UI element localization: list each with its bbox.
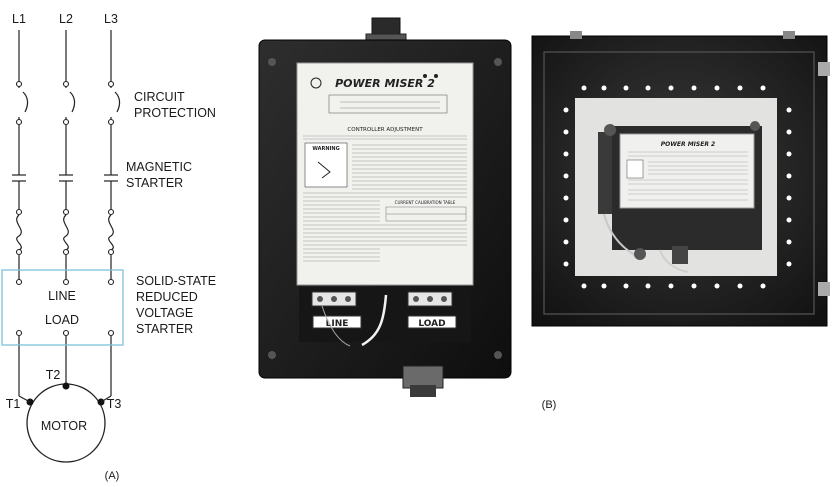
phase-column-l3: [104, 30, 121, 396]
warning-label: WARNING: [312, 146, 339, 152]
terminal-t1-label: T1: [6, 397, 21, 411]
motor-label: MOTOR: [41, 419, 87, 433]
phase-column-l1: [12, 30, 29, 396]
box-line-label: LINE: [48, 289, 76, 303]
terminal-t3-label: T3: [107, 397, 122, 411]
circuit-protection-label-2: PROTECTION: [134, 106, 216, 120]
circuit-protection-label-1: CIRCUIT: [134, 90, 185, 104]
schematic-diagram: L1 L2 L3: [1, 12, 216, 482]
solid-state-label-2: REDUCED: [136, 290, 198, 304]
fine-print: [303, 135, 467, 262]
terminal-t2-label: T2: [46, 368, 61, 382]
load-terminal-block: LOAD: [407, 291, 457, 329]
solid-state-label-3: VOLTAGE: [136, 306, 193, 320]
line-label-l3: L3: [104, 12, 118, 26]
solid-state-label-4: STARTER: [136, 322, 193, 336]
box-load-label: LOAD: [45, 313, 79, 327]
mounting-holes: [563, 85, 792, 289]
solid-state-label-1: SOLID-STATE: [136, 274, 216, 288]
magnetic-starter-label-1: MAGNETIC: [126, 160, 192, 174]
line-label-l2: L2: [59, 12, 73, 26]
caption-b: (B): [542, 399, 557, 411]
solid-state-starter-box: [1, 269, 124, 346]
terminal-line-label: LINE: [326, 319, 349, 329]
brand-label: POWER MISER 2: [335, 77, 435, 90]
terminal-load-label: LOAD: [418, 319, 445, 329]
calibration-table-title: CURRENT CALIBRATION TABLE: [395, 200, 456, 205]
phase-column-l2: [59, 30, 76, 386]
panel-title: CONTROLLER ADJUSTMENT: [347, 127, 423, 133]
magnetic-starter-label-2: STARTER: [126, 176, 183, 190]
photo-controller-unit: POWER MISER 2 CONTROLLER ADJUSTMENT WARN…: [258, 17, 512, 397]
phase-wiring: [12, 30, 121, 396]
motor-terminal-t2: [62, 382, 70, 390]
installed-brand-label: POWER MISER 2: [661, 141, 715, 148]
caption-a: (A): [105, 470, 120, 482]
photo-installed-enclosure: POWER MISER 2: [531, 31, 830, 327]
line-terminal-block: LINE: [311, 291, 362, 329]
line-label-l1: L1: [12, 12, 26, 26]
